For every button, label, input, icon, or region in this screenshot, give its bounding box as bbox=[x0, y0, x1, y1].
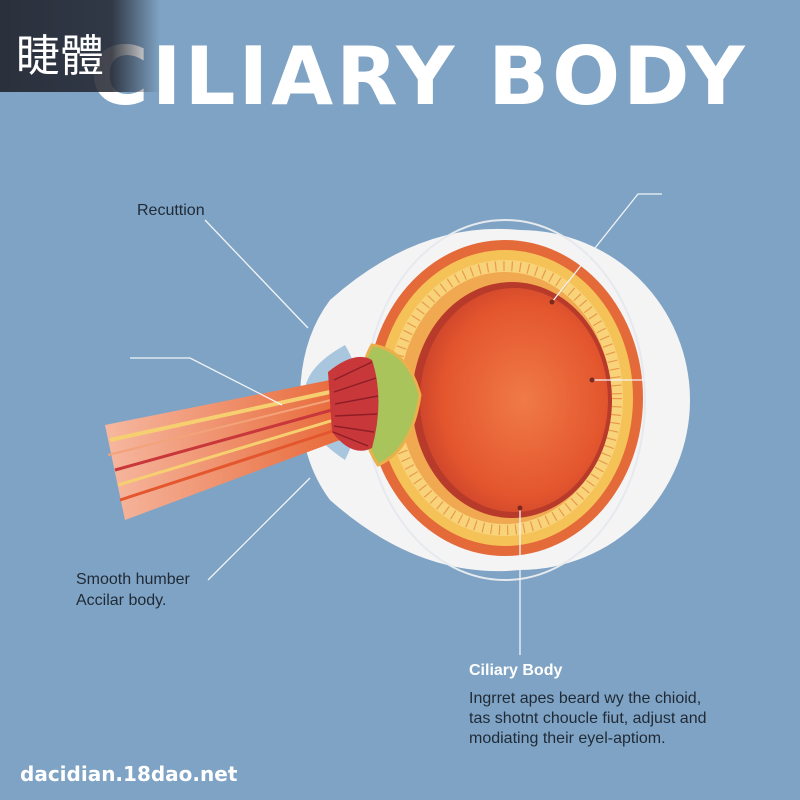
leader-mid-left bbox=[130, 357, 283, 406]
description-line: tas shotnt choucle fiut, adjust and bbox=[469, 710, 707, 727]
leader-lines bbox=[130, 193, 683, 655]
leader-top-right bbox=[551, 193, 662, 303]
leader-dots bbox=[517, 299, 595, 511]
label-top-left: Recuttion bbox=[137, 202, 205, 219]
leader-top-left bbox=[204, 219, 309, 329]
description-title: Ciliary Body bbox=[469, 662, 563, 679]
watermark: dacidian.18dao.net bbox=[20, 762, 238, 786]
ciliary-muscle bbox=[328, 356, 379, 451]
badge-text: 睫體 bbox=[16, 31, 104, 82]
vitreous-body bbox=[412, 282, 612, 518]
badge: 睫體 bbox=[0, 0, 160, 92]
label-bottom-left-1: Smooth humber bbox=[76, 571, 190, 588]
page-title: CILIARY BODY bbox=[90, 30, 748, 123]
nerve-bundle bbox=[105, 380, 340, 520]
label-bottom-left-2: Accilar body. bbox=[76, 592, 167, 609]
description-line: modiating their eyel-aptiom. bbox=[469, 730, 666, 747]
description-line: Ingrret apes beard wy the chioid, bbox=[469, 690, 702, 707]
leader-bottom-left bbox=[207, 477, 311, 581]
